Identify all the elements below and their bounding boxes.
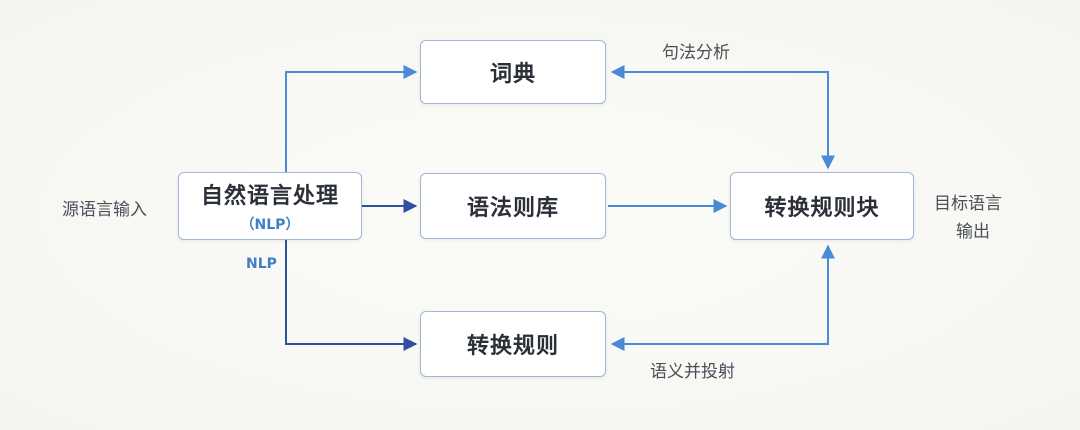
node-transform-block[interactable]: 转换规则块: [730, 172, 914, 240]
label-nlp-edge: NLP: [246, 256, 277, 272]
edge-nlp-to-lexicon: [285, 65, 418, 172]
label-target-output-line1: 目标语言: [934, 194, 1002, 214]
edge-nlp-to-rules: [285, 240, 418, 351]
node-nlp-subtitle: （NLP）: [240, 217, 300, 233]
label-semantic-projection: 语义并投射: [650, 362, 735, 382]
node-transform-block-title: 转换规则块: [764, 196, 880, 221]
node-nlp-title: 自然语言处理: [200, 184, 339, 209]
label-target-output: 目标语言 输出: [934, 190, 1002, 246]
edge-lexicon-transform: [610, 65, 835, 170]
node-nlp[interactable]: 自然语言处理 （NLP）: [178, 172, 362, 240]
label-source-input: 源语言输入: [62, 200, 147, 220]
node-grammar-title: 语法则库: [466, 196, 559, 221]
label-target-output-line2: 输出: [956, 222, 990, 242]
node-grammar[interactable]: 语法则库: [420, 173, 606, 239]
node-rules-title: 转换规则: [466, 334, 559, 359]
edge-rules-transform: [610, 244, 835, 351]
node-lexicon-title: 词典: [489, 62, 536, 87]
node-rules[interactable]: 转换规则: [420, 311, 606, 377]
label-syntax-analysis: 句法分析: [662, 43, 730, 63]
node-lexicon[interactable]: 词典: [420, 40, 606, 104]
